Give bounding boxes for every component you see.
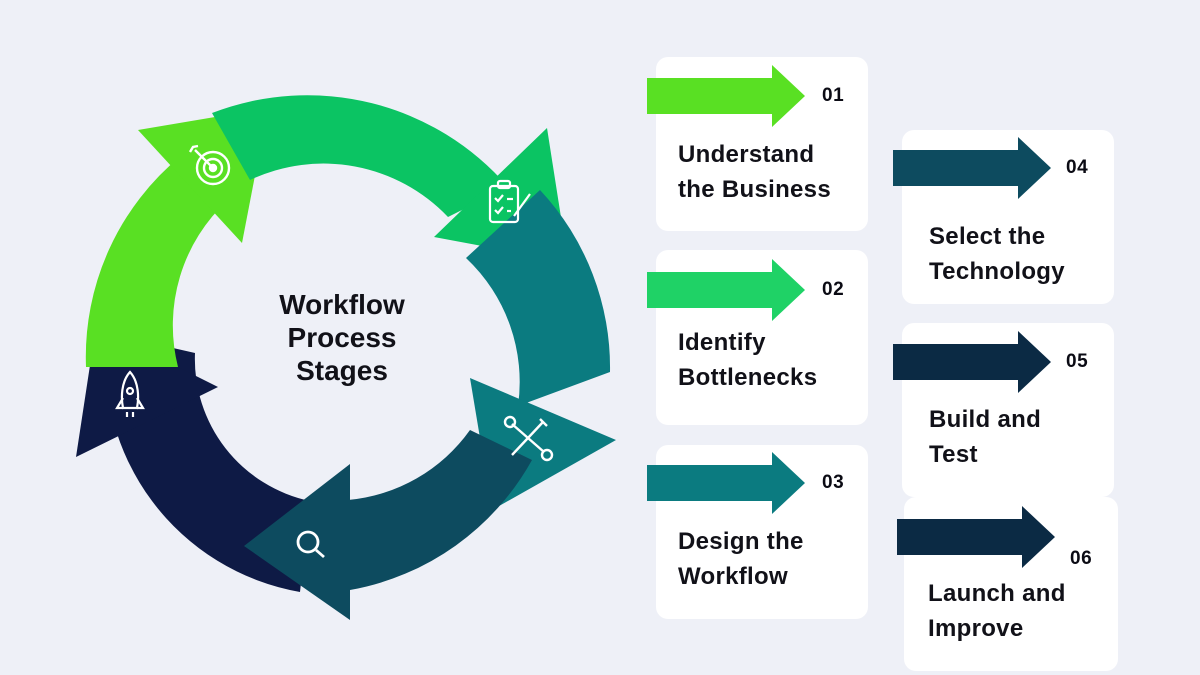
diagram-center-title: Workflow Process Stages <box>279 289 405 386</box>
rocket-icon <box>115 370 145 417</box>
target-icon <box>188 144 231 186</box>
stage-arrow-02 <box>647 259 805 321</box>
stage-arrow-03 <box>647 452 805 514</box>
stage-label-02: Identify Bottlenecks <box>678 329 818 391</box>
stage-arrow-06 <box>897 506 1055 568</box>
magnifier-icon <box>296 530 325 559</box>
stage-label-01: Understand the Business <box>678 141 831 203</box>
stage-label-03: Design the Workflow <box>678 528 804 590</box>
stage-number-01: 01 <box>822 85 845 106</box>
stage-number-03: 03 <box>822 472 845 493</box>
stage-label-04: Select the Technology <box>929 223 1065 285</box>
stage-arrow-01 <box>647 65 805 127</box>
cycle-segment-bright-green <box>85 155 228 367</box>
stage-number-05: 05 <box>1066 351 1089 372</box>
cycle-segment-green <box>212 95 508 217</box>
stage-number-04: 04 <box>1066 157 1089 178</box>
stage-number-06: 06 <box>1070 548 1093 569</box>
stage-number-02: 02 <box>822 279 845 300</box>
stage-arrow-05 <box>893 331 1051 393</box>
clipboard-checklist-icon <box>488 179 531 224</box>
cycle-segment-dark-teal <box>348 430 532 590</box>
stage-arrow-04 <box>893 137 1051 199</box>
stage-label-05: Build and Test <box>929 406 1042 468</box>
wrench-screwdriver-icon <box>503 415 554 462</box>
stage-label-06: Launch and Improve <box>928 580 1066 642</box>
cycle-segment-teal <box>466 190 611 406</box>
